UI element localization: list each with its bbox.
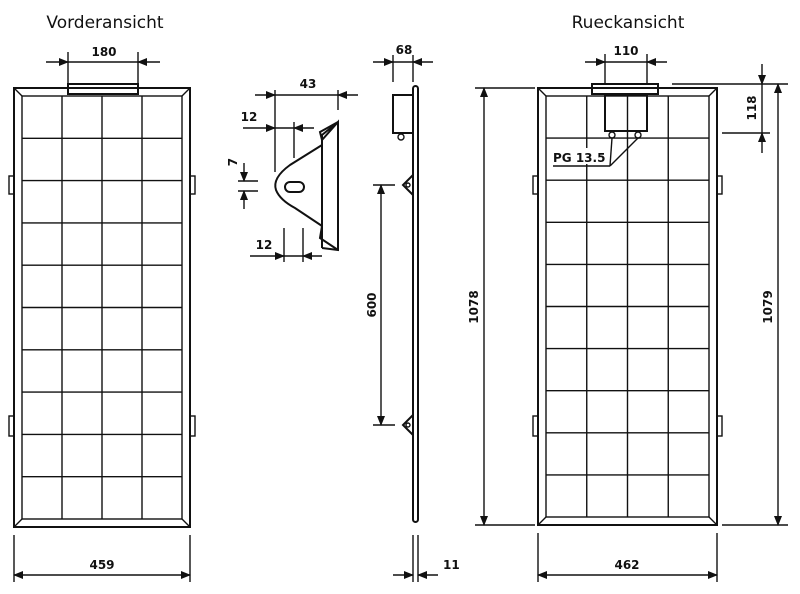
- back-view: PG 13.5 110 1078 1079 118 462: [467, 44, 788, 582]
- dim-front-width: 459: [89, 558, 114, 572]
- dim-bracket-offset-bottom: 12: [256, 238, 273, 252]
- dim-front-box-width: 180: [91, 45, 116, 59]
- back-cell-grid: [546, 96, 709, 517]
- front-cell-grid: [22, 96, 182, 519]
- front-frame-outer: [13, 87, 191, 528]
- dim-side-depth: 68: [396, 43, 413, 57]
- back-junction-box: [604, 94, 648, 132]
- dim-frame-thickness: 11: [443, 558, 460, 572]
- back-frame-outer: [537, 87, 718, 526]
- dim-back-box-height: 118: [745, 95, 759, 120]
- dim-bracket-spacing: 600: [365, 292, 379, 317]
- dim-bracket-depth: 43: [300, 77, 317, 91]
- bracket-slot: [284, 181, 305, 193]
- mount-bracket: [189, 415, 196, 437]
- side-frame: [412, 85, 419, 523]
- dim-bracket-hole-height: 7: [226, 158, 240, 166]
- front-view: 180 459: [8, 45, 196, 582]
- cable-gland-label: PG 13.5: [553, 151, 605, 165]
- dim-back-width: 462: [614, 558, 639, 572]
- bracket-detail: 43 12 7 12: [226, 77, 358, 262]
- mount-bracket: [8, 175, 15, 195]
- back-view-title: Rueckansicht: [572, 13, 685, 33]
- mount-bracket: [8, 415, 15, 437]
- dim-back-height-right: 1079: [761, 290, 775, 323]
- dim-back-height-left: 1078: [467, 290, 481, 323]
- side-junction-box: [392, 94, 414, 134]
- dim-bracket-offset-top: 12: [241, 110, 258, 124]
- front-view-title: Vorderansicht: [46, 13, 164, 33]
- dim-back-box-width: 110: [613, 44, 638, 58]
- mount-bracket: [189, 175, 196, 195]
- front-junction-box: [67, 83, 139, 95]
- side-view: 68 600 11: [365, 43, 460, 582]
